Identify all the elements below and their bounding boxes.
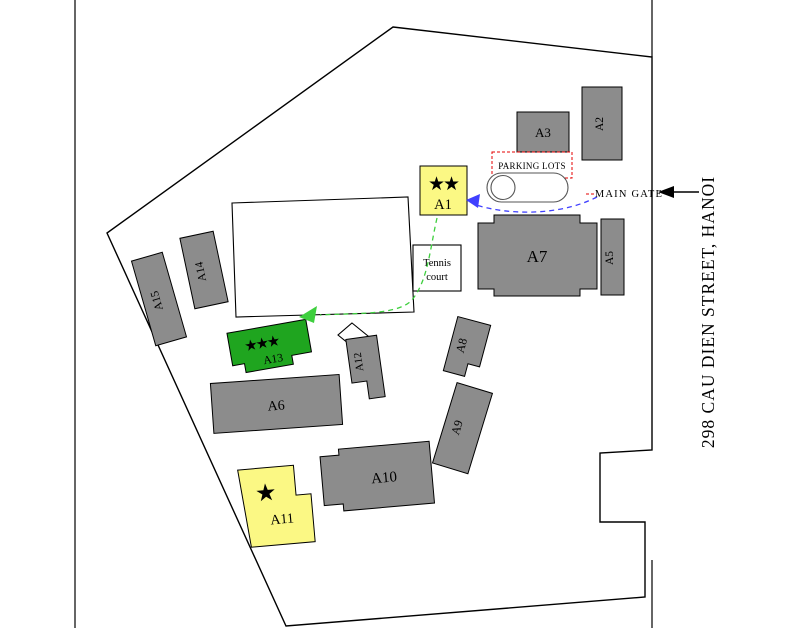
building-a5-shape [600,218,625,296]
building-a6: A6 [209,373,344,434]
tennis-court-label-line2: court [426,272,448,283]
building-a12-shape [345,334,386,400]
tennis-court: Tennis court [412,244,462,292]
building-a11-shape [237,464,316,548]
building-a6-label: A6 [267,398,285,414]
campus-boundary [106,26,653,627]
building-a8: A8 [442,315,492,377]
building-a13-label: A13 [262,352,284,367]
open-field [231,196,415,318]
route-gate-to-a1 [475,196,598,213]
tennis-court-label-line1: Tennis [423,258,451,269]
route-green-arrowhead-icon [299,306,317,323]
building-a9: A9 [431,381,494,475]
building-a12: A12 [345,334,386,400]
building-a2: A2 [581,86,623,161]
main-gate-label: MAIN GATE [595,189,663,200]
building-a10-label: A10 [371,469,398,487]
building-a9-label: A9 [448,418,466,436]
building-a12-label: A12 [352,352,367,372]
building-a9-shape [431,381,494,475]
parking-structure [486,172,569,203]
building-a5-label: A5 [604,251,616,265]
building-a3: A3 [516,111,570,153]
building-a15: A15 [130,251,188,347]
parking-area: PARKING LOTS [486,151,573,203]
parking-lots-label: PARKING LOTS [498,161,566,171]
building-a14: A14 [179,230,229,310]
building-a2-label: A2 [594,117,606,131]
building-a1: ★★ A1 [419,165,468,216]
building-a10: A10 [319,440,436,512]
building-a15-label: A15 [149,289,166,312]
building-a2-shape [581,86,623,161]
route-a1-to-a13 [319,217,438,316]
a11-star-icon: ★ [254,480,278,508]
building-a3-shape [516,111,570,153]
main-gate-arrow-icon [658,186,674,198]
building-a7-shape [477,214,598,297]
building-a13: ★★★ A13 [226,318,313,374]
building-a7: A7 [477,214,598,297]
building-a13-shape [226,318,313,374]
street-name-label: 298 CAU DIEN STREET, HANOI [698,176,718,448]
building-a14-label: A14 [193,260,209,282]
building-a6-shape [209,373,344,434]
building-a8-shape [442,315,492,377]
building-a11-label: A11 [270,511,295,528]
parking-structure-wheel [490,174,516,201]
a1-stars-icon: ★★ [428,174,459,195]
building-a1-shape [419,165,468,216]
building-a11: ★ A11 [237,464,316,548]
building-a3-label: A3 [535,125,551,140]
building-a10-shape [319,440,436,512]
building-a5: A5 [600,218,625,296]
route-blue-arrowhead-icon [466,194,480,208]
building-a7-label: A7 [527,247,548,266]
building-a14-shape [179,230,229,310]
building-a8-label: A8 [453,337,470,355]
building-a15-shape [130,251,188,347]
a13-stars-icon: ★★★ [243,333,281,355]
building-a1-label: A1 [434,197,452,213]
